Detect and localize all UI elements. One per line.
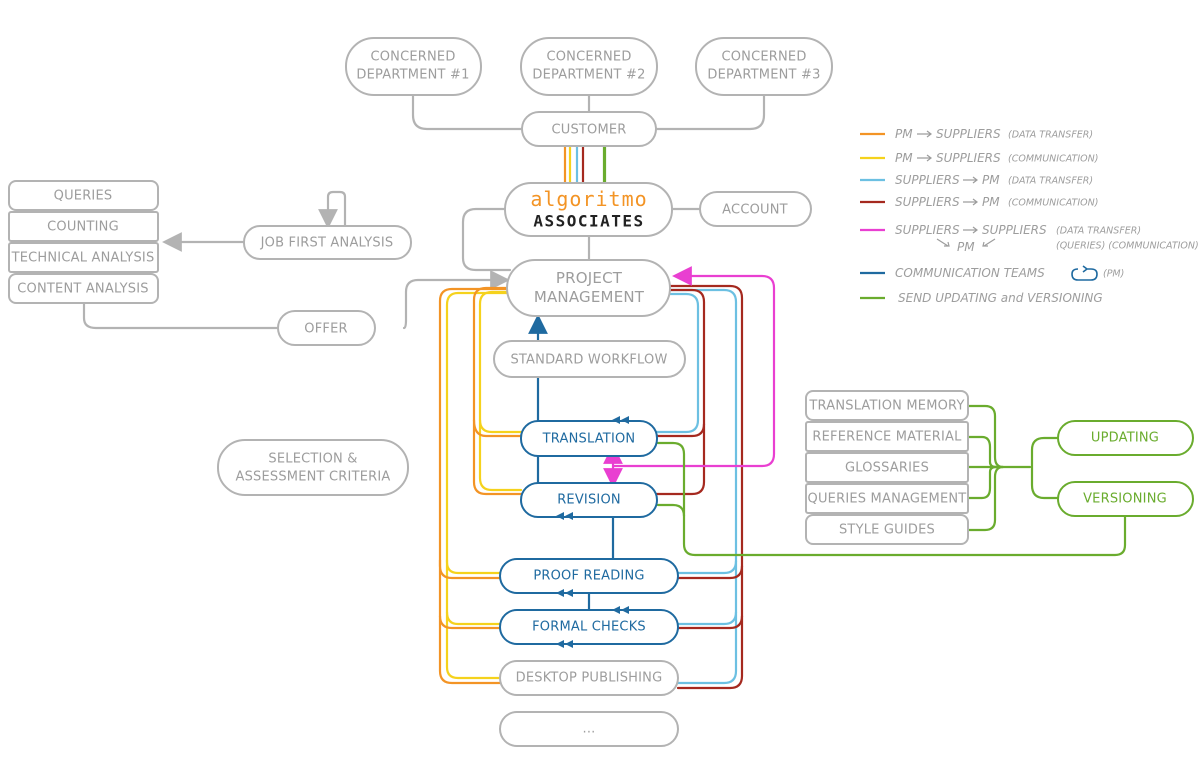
legend-data-transfer-5: (DATA TRANSFER) xyxy=(1056,226,1141,237)
cycle-icon xyxy=(1071,265,1098,281)
standard-workflow-label: STANDARD WORKFLOW xyxy=(510,353,667,368)
legend-suppliers-3: SUPPLIERS xyxy=(895,173,960,187)
logo-top: algoritmo xyxy=(530,187,647,211)
offer-label: OFFER xyxy=(304,322,347,337)
arrow-right-icon xyxy=(963,176,978,184)
desktop-publishing-label: DESKTOP PUBLISHING xyxy=(516,671,663,686)
counting-label: COUNTING xyxy=(47,220,119,235)
updating-label: UPDATING xyxy=(1091,431,1159,446)
workflow-loops xyxy=(438,284,744,690)
legend-suppliers-5b: SUPPLIERS xyxy=(982,223,1047,237)
department-1-line1: CONCERNED xyxy=(370,50,455,65)
department-3-line1: CONCERNED xyxy=(721,50,806,65)
legend-pm-3: PM xyxy=(982,173,1000,187)
arrow-right-icon xyxy=(963,226,978,234)
customer-logo-lines xyxy=(563,144,607,186)
analysis-boxes: QUERIES COUNTING TECHNICAL ANALYSIS CONT… xyxy=(8,180,159,304)
offer-node: OFFER xyxy=(277,310,376,346)
department-2-line2: DEPARTMENT #2 xyxy=(532,68,645,83)
department-3-line2: DEPARTMENT #3 xyxy=(707,68,820,83)
legend-communication-teams: COMMUNICATION TEAMS xyxy=(895,266,1045,280)
glossaries-label: GLOSSARIES xyxy=(845,461,929,476)
resource-boxes: TRANSLATION MEMORY REFERENCE MATERIAL GL… xyxy=(805,390,969,545)
customer-node: CUSTOMER xyxy=(521,111,657,147)
content-analysis-label: CONTENT ANALYSIS xyxy=(17,282,149,297)
legend-pm-5: PM xyxy=(957,240,975,254)
account-node: ACCOUNT xyxy=(699,191,812,227)
legend-pm-paren: (PM) xyxy=(1103,269,1124,280)
department-1-node: CONCERNED DEPARTMENT #1 xyxy=(345,37,482,96)
gray-connectors xyxy=(82,93,766,330)
versioning-node: VERSIONING xyxy=(1057,481,1194,517)
step-arrow-marks xyxy=(556,416,629,648)
logo-bottom: ASSOCIATES xyxy=(533,212,644,231)
legend-suppliers-1: SUPPLIERS xyxy=(936,127,1001,141)
legend-send-updating: SEND UPDATING and VERSIONING xyxy=(898,291,1103,305)
legend-pm-1: PM xyxy=(895,127,913,141)
legend: PM SUPPLIERS (DATA TRANSFER) PM SUPPLIER… xyxy=(860,127,1199,305)
legend-pm-4: PM xyxy=(982,195,1000,209)
arrow-right-icon xyxy=(917,154,932,162)
department-2-line1: CONCERNED xyxy=(546,50,631,65)
legend-suppliers-5a: SUPPLIERS xyxy=(895,223,960,237)
company-logo: algoritmo ASSOCIATES xyxy=(504,182,673,237)
project-management-line1: PROJECT xyxy=(556,269,623,287)
department-1-line2: DEPARTMENT #1 xyxy=(356,68,469,83)
legend-pm-2: PM xyxy=(895,151,913,165)
revision-label: REVISION xyxy=(557,493,621,508)
translation-label: TRANSLATION xyxy=(542,432,636,447)
updating-node: UPDATING xyxy=(1057,420,1194,456)
translation-node: TRANSLATION xyxy=(520,420,658,457)
proof-reading-node: PROOF READING xyxy=(499,558,679,594)
department-2-node: CONCERNED DEPARTMENT #2 xyxy=(520,37,658,96)
selection-criteria-line2: ASSESSMENT CRITERIA xyxy=(235,470,390,485)
formal-checks-node: FORMAL CHECKS xyxy=(499,609,679,645)
versioning-label: VERSIONING xyxy=(1083,492,1167,507)
legend-data-transfer-3: (DATA TRANSFER) xyxy=(1008,176,1093,187)
more-steps-label: ... xyxy=(583,722,596,737)
more-steps-node: ... xyxy=(499,711,679,747)
queries-label: QUERIES xyxy=(54,189,113,204)
proof-reading-label: PROOF READING xyxy=(533,569,644,584)
department-3-node: CONCERNED DEPARTMENT #3 xyxy=(695,37,833,96)
legend-data-transfer-1: (DATA TRANSFER) xyxy=(1008,130,1093,141)
legend-suppliers-2: SUPPLIERS xyxy=(936,151,1001,165)
project-management-line2: MANAGEMENT xyxy=(534,288,645,306)
legend-communication-4: (COMMUNICATION) xyxy=(1008,198,1098,209)
desktop-publishing-node: DESKTOP PUBLISHING xyxy=(499,660,679,696)
arrow-down-right-icon xyxy=(936,238,950,247)
queries-management-label: QUERIES MANAGEMENT xyxy=(808,492,967,507)
project-management-node: PROJECT MANAGEMENT xyxy=(506,259,671,317)
formal-checks-label: FORMAL CHECKS xyxy=(532,620,646,635)
green-connectors xyxy=(602,144,1127,557)
technical-analysis-label: TECHNICAL ANALYSIS xyxy=(11,251,155,266)
reference-material-label: REFERENCE MATERIAL xyxy=(812,430,962,445)
style-guides-label: STYLE GUIDES xyxy=(839,523,935,538)
arrow-right-icon xyxy=(917,130,932,138)
legend-suppliers-4: SUPPLIERS xyxy=(895,195,960,209)
job-first-analysis-label: JOB FIRST ANALYSIS xyxy=(260,236,394,251)
selection-criteria-node: SELECTION & ASSESSMENT CRITERIA xyxy=(217,439,409,496)
arrow-down-left-icon xyxy=(982,238,996,247)
account-label: ACCOUNT xyxy=(722,203,788,218)
arrow-right-icon xyxy=(963,198,978,206)
revision-node: REVISION xyxy=(520,482,658,518)
customer-label: CUSTOMER xyxy=(551,123,626,138)
job-first-analysis-node: JOB FIRST ANALYSIS xyxy=(243,225,412,260)
legend-queries-communication-5: (QUERIES) (COMMUNICATION) xyxy=(1056,241,1199,252)
selection-criteria-line1: SELECTION & xyxy=(268,452,357,467)
translation-memory-label: TRANSLATION MEMORY xyxy=(808,399,964,414)
legend-communication-2: (COMMUNICATION) xyxy=(1008,154,1098,165)
standard-workflow-node: STANDARD WORKFLOW xyxy=(493,340,686,378)
